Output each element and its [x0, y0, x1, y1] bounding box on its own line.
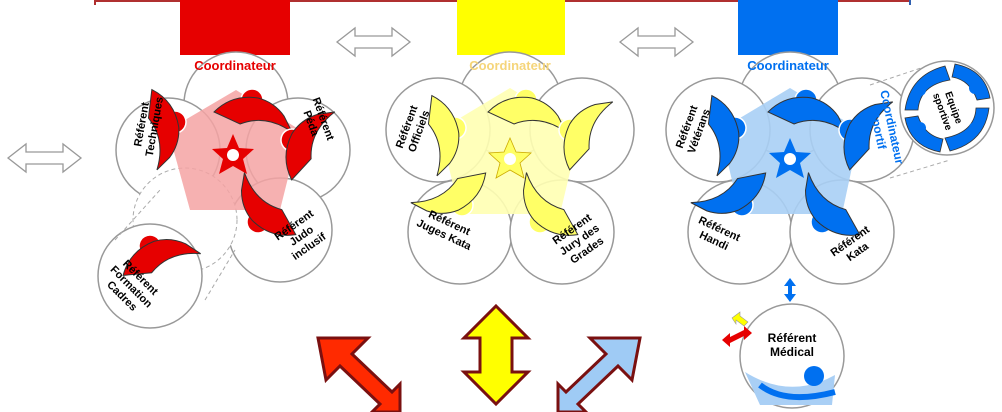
red-group-banner: [180, 0, 290, 55]
red-yellow-bidirectional-arrow-icon: [722, 326, 752, 347]
yellow-group: Coordinateur RéférentOfficiels RéférentJ…: [385, 0, 635, 285]
bottom-yellow-arrow-icon: [460, 303, 532, 407]
yellow-coordinator-label: Coordinateur: [469, 58, 551, 73]
red-coordinator-label: Coordinateur: [194, 58, 276, 73]
yellow-group-banner: [457, 0, 565, 55]
blue-equipe-sportive-icon: [904, 63, 991, 153]
blue-link-arrow-icon: [784, 278, 796, 302]
double-arrow-icon: [335, 26, 412, 58]
red-group: Coordinateur RéférentTechniques Référent…: [97, 0, 351, 329]
blue-group-banner: [738, 0, 838, 55]
double-arrow-icon: [618, 26, 695, 58]
blue-coordinator-label: Coordinateur: [747, 58, 829, 73]
bottom-blue-arrow-icon: [556, 336, 642, 412]
blue-group: Equipesportive Coordinateur Coordinateur…: [665, 0, 995, 409]
bottom-red-arrow-icon: [316, 336, 402, 412]
double-arrow-icon: [6, 142, 83, 174]
